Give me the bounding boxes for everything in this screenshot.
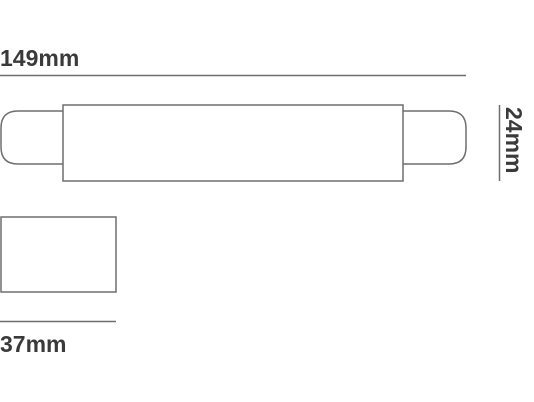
product-end-view — [0, 216, 117, 293]
right-end-cap — [403, 110, 467, 165]
height-dimension-label: 24mm — [501, 107, 527, 173]
length-dimension-label: 149mm — [0, 45, 79, 71]
product-body — [62, 104, 404, 182]
left-end-cap — [0, 110, 63, 165]
depth-dimension-label: 37mm — [0, 331, 66, 357]
product-side-view — [0, 104, 467, 182]
